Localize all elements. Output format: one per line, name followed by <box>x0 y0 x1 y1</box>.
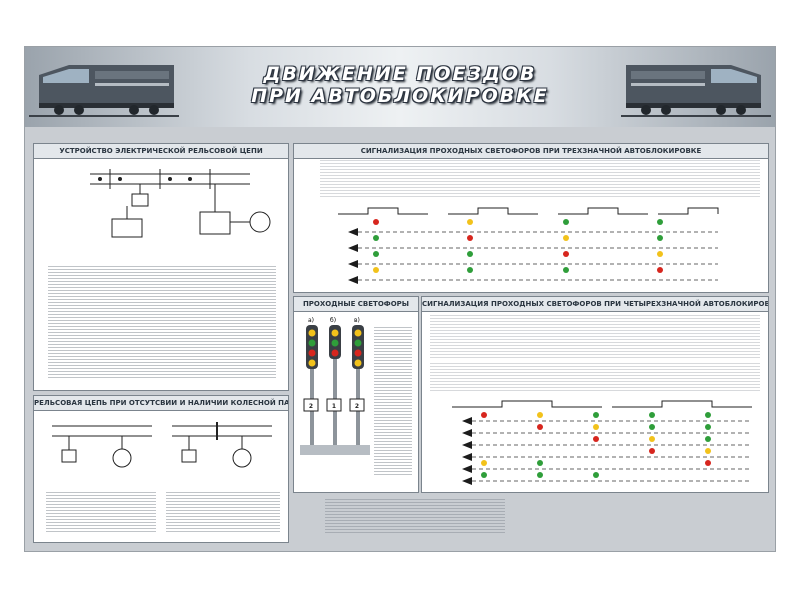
poster: ДВИЖЕНИЕ ПОЕЗДОВ ПРИ АВТОБЛОКИРОВКЕ УСТР… <box>24 46 776 552</box>
text-block <box>46 492 156 534</box>
signal-label-a: а) <box>308 317 315 324</box>
panel-pass-signals: ПРОХОДНЫЕ СВЕТОФОРЫ а) б) в) 2 1 <box>293 296 419 493</box>
text-block <box>374 327 412 477</box>
panel-rail-circuit: УСТРОЙСТВО ЭЛЕКТРИЧЕСКОЙ РЕЛЬСОВОЙ ЦЕПИ <box>33 143 289 391</box>
locomotive-icon <box>29 65 179 117</box>
text-block <box>430 315 760 359</box>
panel-wheel-pair: РЕЛЬСОВАЯ ЦЕПЬ ПРИ ОТСУТСВИИ И НАЛИЧИИ К… <box>33 395 289 543</box>
panel-title: СИГНАЛИЗАЦИЯ ПРОХОДНЫХ СВЕТОФОРОВ ПРИ ЧЕ… <box>422 297 768 312</box>
panel-three-aspect: СИГНАЛИЗАЦИЯ ПРОХОДНЫХ СВЕТОФОРОВ ПРИ ТР… <box>293 143 769 293</box>
plate-number: 1 <box>332 403 336 410</box>
title-line-1: ДВИЖЕНИЕ ПОЕЗДОВ <box>263 63 537 85</box>
text-block <box>430 363 760 393</box>
locomotive-icon <box>621 65 771 117</box>
text-block <box>166 492 280 534</box>
panel-title: ПРОХОДНЫЕ СВЕТОФОРЫ <box>294 297 418 312</box>
text-block <box>48 266 276 378</box>
text-block <box>320 160 760 198</box>
panel-title: РЕЛЬСОВАЯ ЦЕПЬ ПРИ ОТСУТСВИИ И НАЛИЧИИ К… <box>34 396 288 411</box>
signal-label-c: в) <box>354 317 360 324</box>
signal-mast-icon: 2 1 2 <box>300 325 370 455</box>
signal-label-b: б) <box>330 317 337 324</box>
wheel-pair-diagram <box>52 422 272 468</box>
panel-four-aspect: СИГНАЛИЗАЦИЯ ПРОХОДНЫХ СВЕТОФОРОВ ПРИ ЧЕ… <box>421 296 769 493</box>
text-block <box>325 499 505 533</box>
panel-title: СИГНАЛИЗАЦИЯ ПРОХОДНЫХ СВЕТОФОРОВ ПРИ ТР… <box>294 144 768 159</box>
plate-number: 2 <box>355 403 359 410</box>
plate-number: 2 <box>309 403 313 410</box>
four-aspect-diagram <box>452 400 752 485</box>
panel-title: УСТРОЙСТВО ЭЛЕКТРИЧЕСКОЙ РЕЛЬСОВОЙ ЦЕПИ <box>34 144 288 159</box>
rail-circuit-diagram <box>90 169 271 238</box>
poster-header: ДВИЖЕНИЕ ПОЕЗДОВ ПРИ АВТОБЛОКИРОВКЕ <box>25 47 775 127</box>
title-line-2: ПРИ АВТОБЛОКИРОВКЕ <box>251 85 549 107</box>
poster-title: ДВИЖЕНИЕ ПОЕЗДОВ ПРИ АВТОБЛОКИРОВКЕ <box>205 63 595 107</box>
three-aspect-diagram <box>338 207 719 284</box>
